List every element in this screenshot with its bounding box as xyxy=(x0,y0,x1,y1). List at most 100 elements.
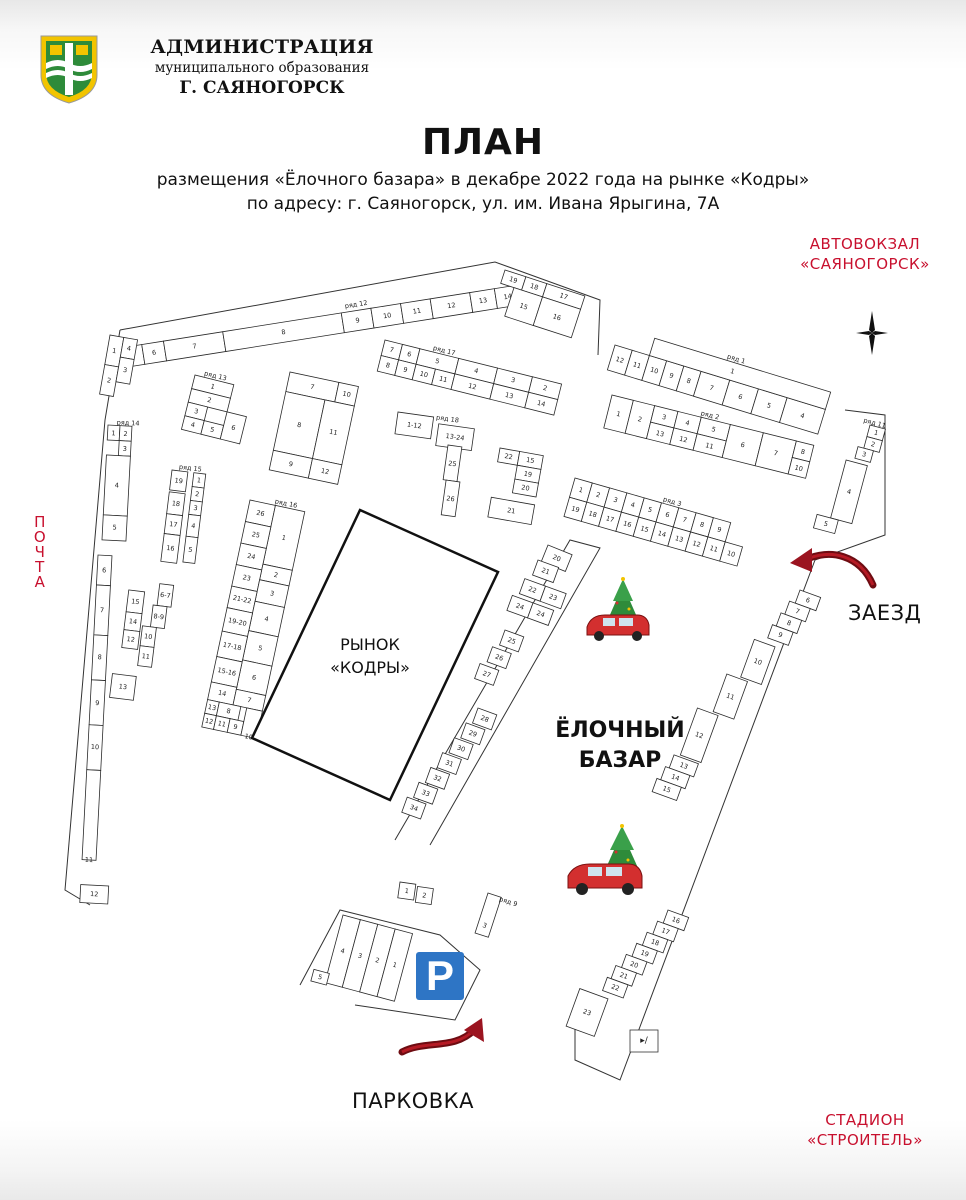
svg-text:20: 20 xyxy=(629,960,640,970)
svg-text:23: 23 xyxy=(582,1007,593,1017)
svg-text:5: 5 xyxy=(711,425,717,434)
svg-text:3: 3 xyxy=(482,921,488,930)
svg-text:15: 15 xyxy=(131,597,140,606)
svg-text:9: 9 xyxy=(288,460,294,469)
svg-text:ряд 9: ряд 9 xyxy=(498,895,518,908)
svg-text:22: 22 xyxy=(527,585,538,595)
svg-text:15: 15 xyxy=(661,784,672,794)
svg-text:6: 6 xyxy=(737,392,743,401)
svg-text:30: 30 xyxy=(456,743,467,753)
svg-text:13: 13 xyxy=(679,761,690,771)
svg-text:23: 23 xyxy=(548,592,559,602)
post-letter: П xyxy=(34,513,46,531)
svg-text:5: 5 xyxy=(766,401,772,410)
emblem-icon xyxy=(40,35,98,104)
svg-text:1: 1 xyxy=(729,367,735,376)
row-10: 4 3 2 1 5 ряд 10 xyxy=(310,914,446,1002)
svg-text:12: 12 xyxy=(467,382,477,392)
svg-text:9: 9 xyxy=(355,316,360,325)
svg-text:6-7: 6-7 xyxy=(160,591,172,600)
svg-text:12: 12 xyxy=(204,717,214,727)
svg-text:32: 32 xyxy=(432,773,443,783)
svg-text:6: 6 xyxy=(406,350,412,359)
row-15: 19 1 2 18 3 17 4 16 5 ряд 15 xyxy=(160,463,207,564)
svg-text:21: 21 xyxy=(619,971,630,981)
svg-text:28: 28 xyxy=(479,714,490,724)
row-12-left: 1 2 4 3 xyxy=(99,334,139,397)
svg-text:5: 5 xyxy=(112,523,117,531)
row-17: 7 6 5 4 3 2 8 9 10 11 12 13 14 ряд 17 xyxy=(376,339,563,416)
post-letter: О xyxy=(33,528,47,546)
svg-text:6: 6 xyxy=(805,596,812,605)
svg-text:16: 16 xyxy=(166,544,175,553)
svg-text:11: 11 xyxy=(141,652,150,661)
svg-text:11: 11 xyxy=(329,428,339,438)
svg-text:18: 18 xyxy=(171,499,180,508)
bus-station-line-1: АВТОВОКЗАЛ xyxy=(809,235,921,253)
svg-text:7: 7 xyxy=(246,696,252,705)
svg-text:17: 17 xyxy=(169,520,178,529)
svg-text:25: 25 xyxy=(251,530,261,540)
svg-text:10: 10 xyxy=(244,732,254,742)
svg-text:1: 1 xyxy=(873,428,879,437)
svg-text:23: 23 xyxy=(242,573,252,583)
admin-city: Г. САЯНОГОРСК xyxy=(179,78,345,98)
svg-text:2: 2 xyxy=(374,956,380,965)
svg-text:5: 5 xyxy=(258,644,264,653)
market-label-line-1: РЫНОК xyxy=(340,635,400,654)
svg-text:8: 8 xyxy=(699,520,705,529)
svg-text:10: 10 xyxy=(383,311,392,320)
svg-text:26: 26 xyxy=(494,653,505,663)
svg-text:21: 21 xyxy=(506,506,516,515)
row-5-lower: 16 17 18 19 20 21 22 23 xyxy=(565,909,690,1037)
arrow-box: ▸/ xyxy=(629,1029,659,1053)
svg-text:3: 3 xyxy=(661,413,667,422)
svg-text:12: 12 xyxy=(90,890,99,898)
svg-text:19: 19 xyxy=(523,470,533,479)
svg-text:2: 2 xyxy=(273,571,279,580)
svg-text:1: 1 xyxy=(578,486,584,495)
svg-text:7: 7 xyxy=(708,384,714,393)
svg-text:13: 13 xyxy=(504,391,514,401)
market-building xyxy=(250,508,500,802)
svg-text:7: 7 xyxy=(100,606,105,614)
bus-station-line-2: «САЯНОГОРСК» xyxy=(800,255,930,273)
svg-text:7: 7 xyxy=(192,342,197,351)
svg-text:13: 13 xyxy=(478,296,487,305)
svg-text:13: 13 xyxy=(207,703,217,713)
svg-text:12: 12 xyxy=(678,435,688,445)
svg-text:4: 4 xyxy=(191,522,196,530)
svg-text:14: 14 xyxy=(657,529,667,539)
svg-text:34: 34 xyxy=(409,803,420,813)
svg-text:24: 24 xyxy=(535,609,546,619)
svg-text:ряд 15: ряд 15 xyxy=(179,463,203,474)
svg-text:4: 4 xyxy=(264,615,270,624)
parking-sign-icon: P xyxy=(416,952,464,1000)
svg-text:15: 15 xyxy=(526,456,536,465)
svg-text:17: 17 xyxy=(605,514,615,524)
svg-text:19: 19 xyxy=(174,476,183,485)
svg-text:31: 31 xyxy=(444,758,455,768)
svg-text:6: 6 xyxy=(230,423,236,432)
svg-text:19-20: 19-20 xyxy=(227,616,247,628)
svg-text:9: 9 xyxy=(716,525,722,534)
admin-title: АДМИНИСТРАЦИЯ xyxy=(150,36,374,58)
svg-text:13: 13 xyxy=(674,534,684,544)
svg-text:14: 14 xyxy=(536,399,546,409)
page-subtitle: размещения «Ёлочного базара» в декабре 2… xyxy=(0,168,966,216)
svg-text:21-22: 21-22 xyxy=(232,594,252,606)
subtitle-line-1: размещения «Ёлочного базара» в декабре 2… xyxy=(156,170,810,190)
svg-text:11: 11 xyxy=(438,374,448,384)
svg-text:ряд 14: ряд 14 xyxy=(116,418,139,427)
post-office-label: П О Ч Т А xyxy=(20,515,60,590)
svg-text:2: 2 xyxy=(637,415,643,424)
row-13: 1 2 3 4 5 6 ряд 13 xyxy=(180,369,247,445)
svg-text:25: 25 xyxy=(506,636,517,646)
bazar-label-line-1: ЁЛОЧНЫЙ xyxy=(555,718,685,743)
svg-text:7: 7 xyxy=(389,346,395,355)
svg-text:1: 1 xyxy=(404,887,409,895)
car-with-tree-icon xyxy=(567,824,643,895)
row-5: 6 7 8 9 10 11 12 13 14 15 xyxy=(651,589,822,801)
svg-text:4: 4 xyxy=(126,344,131,353)
svg-text:12: 12 xyxy=(126,635,135,644)
